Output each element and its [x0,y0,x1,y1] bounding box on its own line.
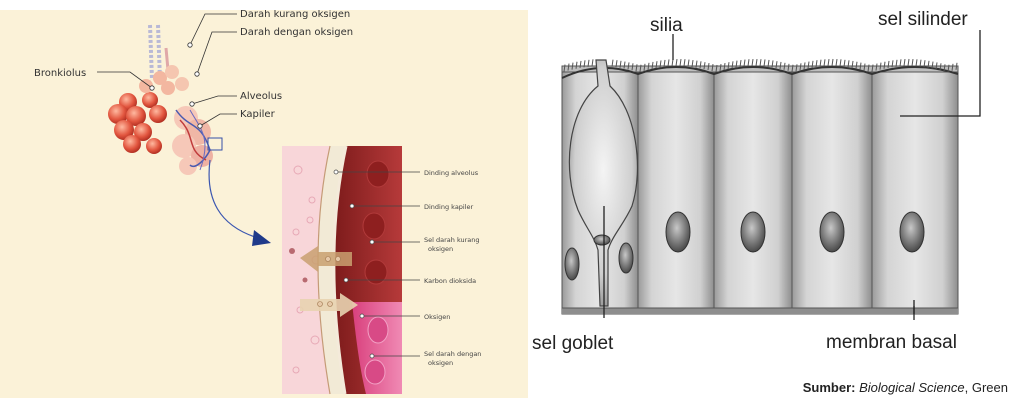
inset-label-dinding-kapiler: Dinding kapiler [424,203,474,211]
source-credit: Sumber: Biological Science, Green [803,380,1008,395]
inset-label-dinding-alveolus: Dinding alveolus [424,169,479,177]
inset-label-sel-darah-kurang-2: oksigen [428,245,453,253]
label-kapiler: Kapiler [240,109,276,120]
label-sel-silinder: sel silinder [878,9,968,30]
source-title: Biological Science [859,380,965,395]
label-alveolus: Alveolus [240,91,282,102]
epithelium-diagram: silia sel silinder sel goblet membran ba… [528,0,1016,403]
label-silia: silia [650,15,683,36]
inset-label-sel-darah-dengan: Sel darah dengan [424,350,481,358]
label-bronkiolus: Bronkiolus [34,68,86,79]
alveoli-figure: Darah kurang oksigen Darah dengan oksige… [0,10,528,398]
magnify-arrow [209,160,271,246]
label-membran-basal: membran basal [826,332,957,353]
inset-label-oksigen: Oksigen [424,313,450,321]
source-prefix: Sumber: [803,380,856,395]
label-darah-dengan: Darah dengan oksigen [240,27,353,38]
label-sel-goblet: sel goblet [532,333,614,354]
epithelium-figure: silia sel silinder sel goblet membran ba… [528,0,1016,403]
inset-label-sel-darah-kurang: Sel darah kurang [424,236,480,244]
inset-label-sel-darah-dengan-2: oksigen [428,359,453,367]
alveoli-diagram: Darah kurang oksigen Darah dengan oksige… [0,10,528,398]
source-author: , Green [965,380,1008,395]
inset-label-karbon-dioksida: Karbon dioksida [424,277,476,285]
alveolus-inset [282,146,402,394]
alveoli-cluster [108,65,222,175]
label-darah-kurang: Darah kurang oksigen [240,10,350,20]
